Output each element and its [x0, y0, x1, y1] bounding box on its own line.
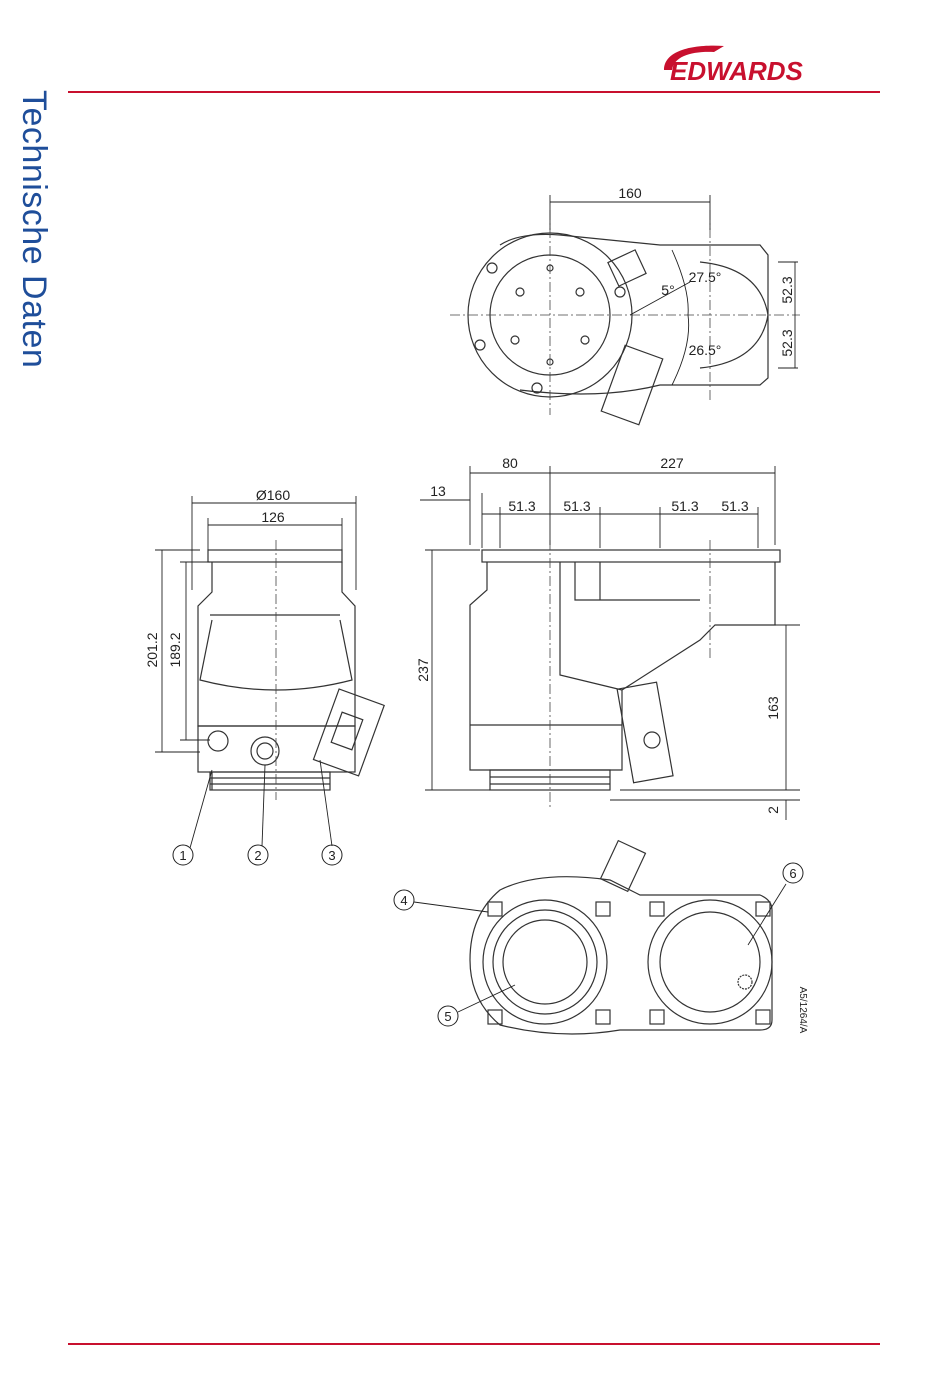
- dim-237: 237: [415, 658, 431, 682]
- dim-51-3-a: 51.3: [508, 498, 535, 514]
- dim-201-2: 201.2: [144, 632, 160, 667]
- dim-227: 227: [660, 455, 684, 471]
- dim-126: 126: [261, 509, 285, 525]
- dim-5-deg: 5°: [661, 282, 674, 298]
- dim-51-3-d: 51.3: [721, 498, 748, 514]
- left-view-dimension-lines: [155, 496, 356, 848]
- drawing-reference: A5/1264/A: [797, 987, 808, 1034]
- dimension-labels: 160 27.5° 5° 26.5° 52.3 52.3 Ø160 126 20…: [144, 185, 808, 1034]
- dim-163: 163: [765, 696, 781, 720]
- dim-2: 2: [765, 806, 781, 814]
- dim-52-3-lower: 52.3: [779, 329, 795, 356]
- callouts: [173, 845, 803, 1026]
- callout-4-label: 4: [400, 893, 407, 908]
- dim-160: 160: [618, 185, 642, 201]
- callout-1-label: 1: [179, 848, 186, 863]
- dim-diameter-160: Ø160: [256, 487, 290, 503]
- dim-51-3-c: 51.3: [671, 498, 698, 514]
- callout-2-label: 2: [254, 848, 261, 863]
- callout-3-label: 3: [328, 848, 335, 863]
- top-view: [468, 233, 768, 425]
- dim-26-5-deg: 26.5°: [689, 342, 722, 358]
- bottom-view: [470, 841, 772, 1034]
- front-view-dimension-lines: [420, 466, 800, 820]
- dim-52-3-upper: 52.3: [779, 276, 795, 303]
- dim-189-2: 189.2: [167, 632, 183, 667]
- dim-51-3-b: 51.3: [563, 498, 590, 514]
- front-view: [470, 550, 780, 790]
- callout-5-label: 5: [444, 1009, 451, 1024]
- dim-27-5-deg: 27.5°: [689, 269, 722, 285]
- top-view-centerlines: [450, 210, 800, 415]
- dim-13: 13: [430, 483, 446, 499]
- callout-6-label: 6: [789, 866, 796, 881]
- dim-80: 80: [502, 455, 518, 471]
